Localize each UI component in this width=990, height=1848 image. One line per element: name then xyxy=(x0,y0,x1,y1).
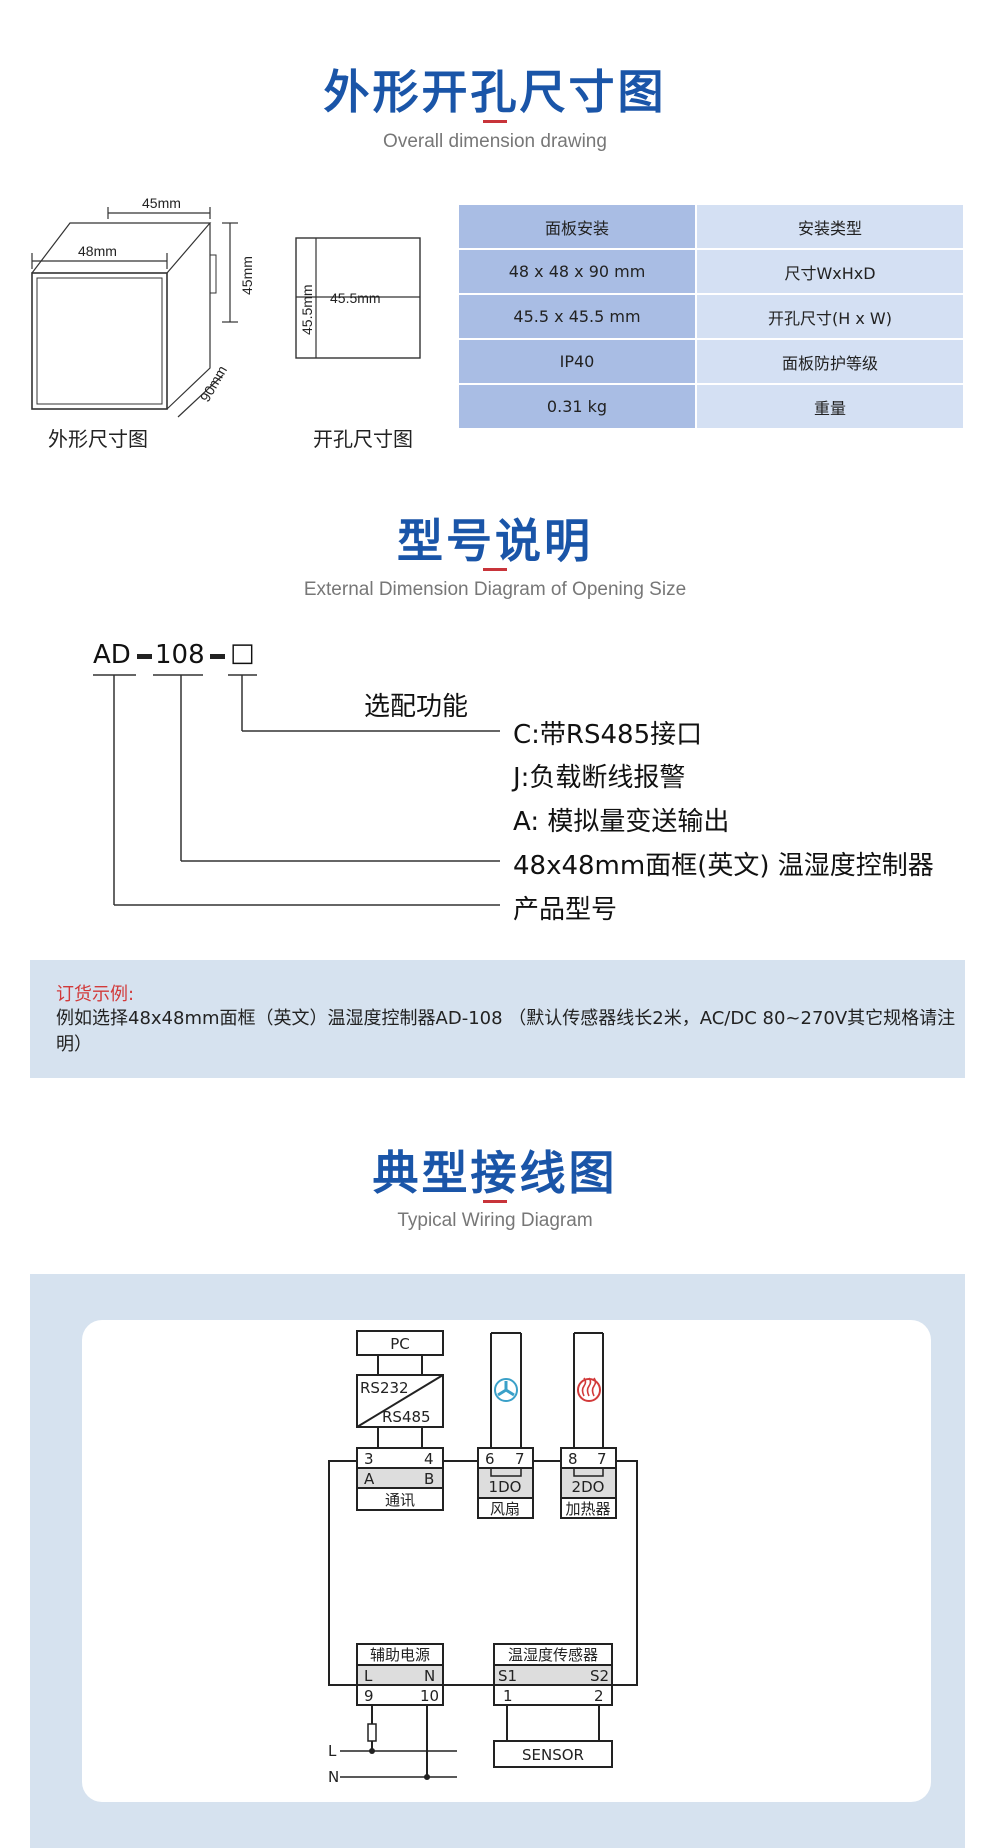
dim-front: 48mm xyxy=(78,243,117,259)
sensor-box: SENSOR xyxy=(522,1746,584,1764)
sensor-term-1: 1 xyxy=(503,1687,513,1705)
cut-height: 45.5mm xyxy=(299,284,315,335)
comm-label: 通讯 xyxy=(385,1491,415,1509)
do2-term-8: 8 xyxy=(568,1450,578,1468)
cutout-drawing-label: 开孔尺寸图 xyxy=(313,427,413,451)
comm-term-a: A xyxy=(364,1470,375,1488)
aux-power-label: 辅助电源 xyxy=(370,1646,430,1664)
table-cell: 面板安装 xyxy=(457,203,697,250)
cutout-rect xyxy=(295,237,421,359)
dimension-drawings: 45mm 48mm 45mm 90mm 45.5mm 45.5mm xyxy=(31,195,421,418)
table-cell: 面板防护等级 xyxy=(695,338,965,385)
optional-function-label: 选配功能 xyxy=(364,692,469,722)
do1-term-6: 6 xyxy=(485,1450,495,1468)
section-subtitle-dimensions: Overall dimension drawing xyxy=(383,131,607,152)
do1-label: 风扇 xyxy=(490,1500,520,1518)
table-cell: 45.5 x 45.5 mm xyxy=(457,293,697,340)
rs232-label: RS232 xyxy=(360,1379,409,1397)
cut-width: 45.5mm xyxy=(330,290,381,306)
comm-term-b: B xyxy=(424,1470,434,1488)
table-cell: 尺寸WxHxD xyxy=(695,248,965,295)
option-c: C:带RS485接口 xyxy=(513,720,703,750)
comm-term-3: 3 xyxy=(364,1450,374,1468)
title-underline xyxy=(483,568,507,571)
wiring-diagram: PC RS232 RS485 3 4 A B 通讯 6 7 1DO 风扇 8 7… xyxy=(328,1330,638,1786)
model-part-option: □ xyxy=(230,638,255,668)
order-text: 例如选择48x48mm面框（英文）温湿度控制器AD-108 （默认传感器线长2米… xyxy=(56,1008,956,1055)
outline-front-face xyxy=(31,272,168,410)
sensor-s1: S1 xyxy=(498,1667,517,1685)
order-example-box: 订货示例: 例如选择48x48mm面框（英文）温湿度控制器AD-108 （默认传… xyxy=(30,960,965,1078)
section-subtitle-model: External Dimension Diagram of Opening Si… xyxy=(303,579,687,600)
aux-l: L xyxy=(364,1667,373,1685)
title-underline xyxy=(483,1200,507,1203)
order-title: 订货示例: xyxy=(56,984,135,1005)
model-part-108: 108 xyxy=(155,640,205,670)
dim-top: 45mm xyxy=(142,195,181,211)
outline-drawing-label: 外形尺寸图 xyxy=(48,427,148,451)
option-a: A: 模拟量变送输出 xyxy=(513,807,730,837)
table-cell: 重量 xyxy=(695,383,965,430)
table-cell: 48 x 48 x 90 mm xyxy=(457,248,697,295)
line-l-label: L xyxy=(328,1742,337,1760)
heater-icon xyxy=(577,1377,601,1402)
pc-label: PC xyxy=(390,1335,410,1353)
fan-icon xyxy=(494,1378,518,1402)
model-part-ad: AD xyxy=(93,640,131,670)
wiring-panel: PC RS232 RS485 3 4 A B 通讯 6 7 1DO 风扇 8 7… xyxy=(30,1274,965,1848)
option-frame: 48x48mm面框(英文) 温湿度控制器 xyxy=(513,851,934,881)
outline-side-face xyxy=(166,223,211,410)
dim-height: 45mm xyxy=(239,256,255,295)
table-cell: 开孔尺寸(H x W) xyxy=(695,293,965,340)
wiring-card: PC RS232 RS485 3 4 A B 通讯 6 7 1DO 风扇 8 7… xyxy=(82,1320,931,1802)
do2-name: 2DO xyxy=(572,1478,605,1496)
rs485-label: RS485 xyxy=(382,1408,431,1426)
section-title-dimensions: 外形开孔尺寸图 xyxy=(323,65,667,119)
aux-term-10: 10 xyxy=(420,1687,439,1705)
comm-term-4: 4 xyxy=(424,1450,434,1468)
section-title-model: 型号说明 xyxy=(397,514,593,568)
do1-term-7: 7 xyxy=(515,1450,525,1468)
table-cell: 0.31 kg xyxy=(457,383,697,430)
do1-name: 1DO xyxy=(489,1478,522,1496)
aux-term-9: 9 xyxy=(364,1687,374,1705)
do2-label: 加热器 xyxy=(565,1500,610,1518)
section-subtitle-wiring: Typical Wiring Diagram xyxy=(397,1210,593,1231)
section-title-wiring: 典型接线图 xyxy=(372,1146,618,1200)
option-j: J:负载断线报警 xyxy=(513,763,686,793)
dim-depth: 90mm xyxy=(197,363,230,405)
outline-top-face xyxy=(31,222,212,274)
table-row: 面板安装安装类型 xyxy=(457,203,965,250)
line-n-label: N xyxy=(328,1768,339,1786)
table-cell: 安装类型 xyxy=(695,203,965,250)
sensor-term-2: 2 xyxy=(594,1687,604,1705)
table-cell: IP40 xyxy=(457,338,697,385)
option-product: 产品型号 xyxy=(513,895,618,925)
aux-n: N xyxy=(424,1667,435,1685)
model-tree-lines xyxy=(93,654,500,906)
title-underline xyxy=(483,120,507,123)
sensor-s2: S2 xyxy=(590,1667,609,1685)
do2-term-7: 7 xyxy=(597,1450,607,1468)
sensor-label: 温湿度传感器 xyxy=(508,1646,598,1664)
